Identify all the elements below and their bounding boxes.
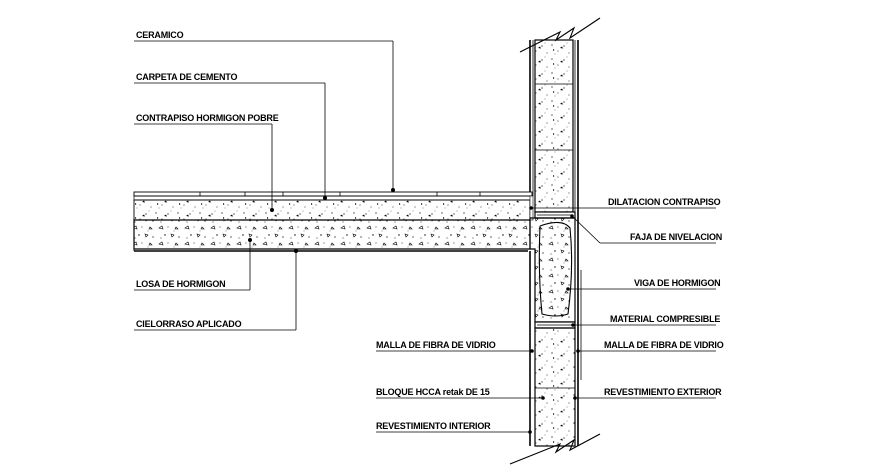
label-material: MATERIAL COMPRESIBLE [610, 314, 720, 324]
label-bloque: BLOQUE HCCA retak DE 15 [376, 387, 490, 397]
label-faja: FAJA DE NIVELACION [630, 232, 722, 242]
label-revestimiento-interior: REVESTIMIENTO INTERIOR [376, 421, 491, 431]
label-malla-exterior: MALLA DE FIBRA DE VIDRIO [604, 340, 724, 350]
label-viga: VIGA DE HORMIGON [634, 278, 720, 288]
label-contrapiso: CONTRAPISO HORMIGON POBRE [136, 113, 279, 123]
ceramic-layer [133, 191, 533, 197]
label-ceramico: CERAMICO [136, 30, 184, 40]
label-malla-interior: MALLA DE FIBRA DE VIDRIO [376, 340, 496, 350]
ceramic-joints [199, 192, 481, 196]
break-line-top [519, 17, 601, 53]
hcca-block-lower [534, 327, 576, 447]
hcca-block-upper [534, 39, 574, 213]
cement-screed-layer [133, 195, 533, 201]
concrete-beam [529, 217, 576, 323]
label-losa: LOSA DE HORMIGON [136, 279, 225, 289]
wall-assembly [509, 17, 601, 465]
label-carpeta: CARPETA DE CEMENTO [136, 72, 237, 82]
leader-lines-right [529, 206, 716, 400]
label-revestimiento-exterior: REVESTIMIENTO EXTERIOR [604, 387, 722, 397]
label-cielorraso: CIELORRASO APLICADO [136, 319, 242, 329]
break-line-bottom [509, 433, 601, 465]
concrete-slab [133, 219, 531, 250]
lean-concrete-layer [133, 199, 531, 221]
label-dilatacion: DILATACION CONTRAPISO [608, 197, 721, 207]
labels: CERAMICO CARPETA DE CEMENTO CONTRAPISO H… [136, 30, 724, 431]
floor-assembly [133, 191, 533, 252]
leader-lines [134, 40, 545, 434]
